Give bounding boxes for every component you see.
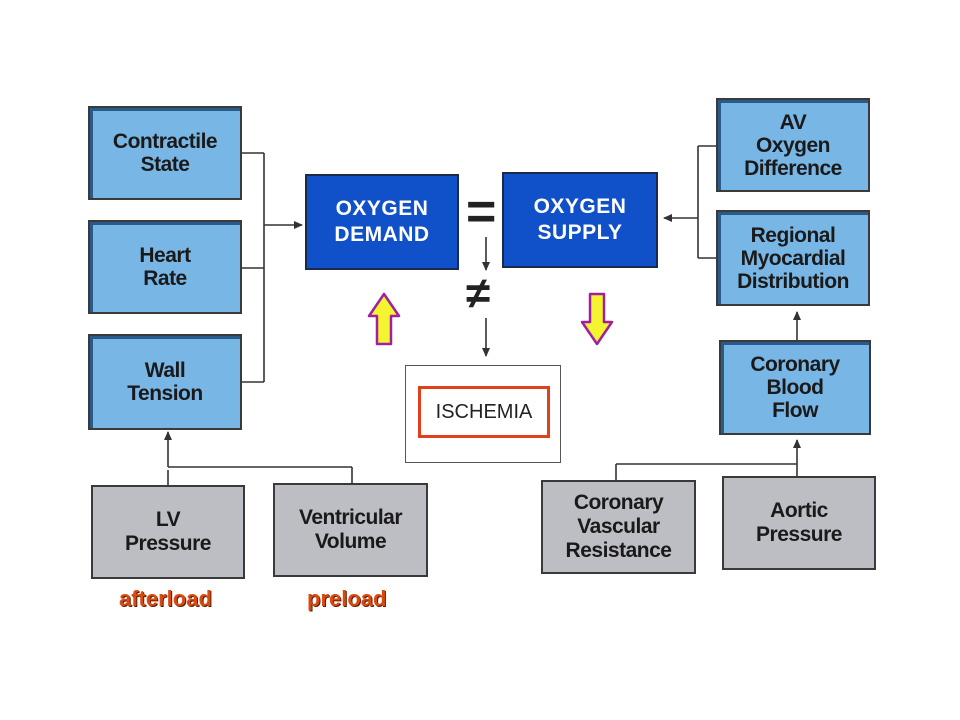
aortic-pressure-box: Aortic Pressure — [722, 476, 876, 570]
equals-symbol: = — [466, 183, 497, 241]
oxygen-demand-box: OXYGEN DEMAND — [305, 174, 459, 270]
up-arrow-icon — [367, 292, 401, 346]
heart-rate-box: Heart Rate — [88, 220, 242, 314]
ventricular-volume-box: Ventricular Volume — [273, 483, 428, 577]
regional-myocardial-distribution-box: Regional Myocardial Distribution — [716, 210, 870, 306]
coronary-blood-flow-box: Coronary Blood Flow — [719, 340, 871, 435]
not-equals-symbol: ≠ — [466, 269, 491, 318]
coronary-vascular-resistance-box: Coronary Vascular Resistance — [541, 480, 696, 574]
lv-pressure-box: LV Pressure — [91, 485, 245, 579]
preload-note: preload — [307, 586, 387, 611]
wall-tension-box: Wall Tension — [88, 334, 242, 430]
oxygen-supply-box: OXYGEN SUPPLY — [502, 172, 658, 268]
afterload-note: afterload — [119, 586, 212, 611]
down-arrow-icon — [580, 292, 614, 346]
av-oxygen-difference-box: AV Oxygen Difference — [716, 98, 870, 192]
ischemia-label: ISCHEMIA — [418, 386, 550, 438]
ischemia-frame — [405, 365, 561, 463]
contractile-state-box: Contractile State — [88, 106, 242, 200]
